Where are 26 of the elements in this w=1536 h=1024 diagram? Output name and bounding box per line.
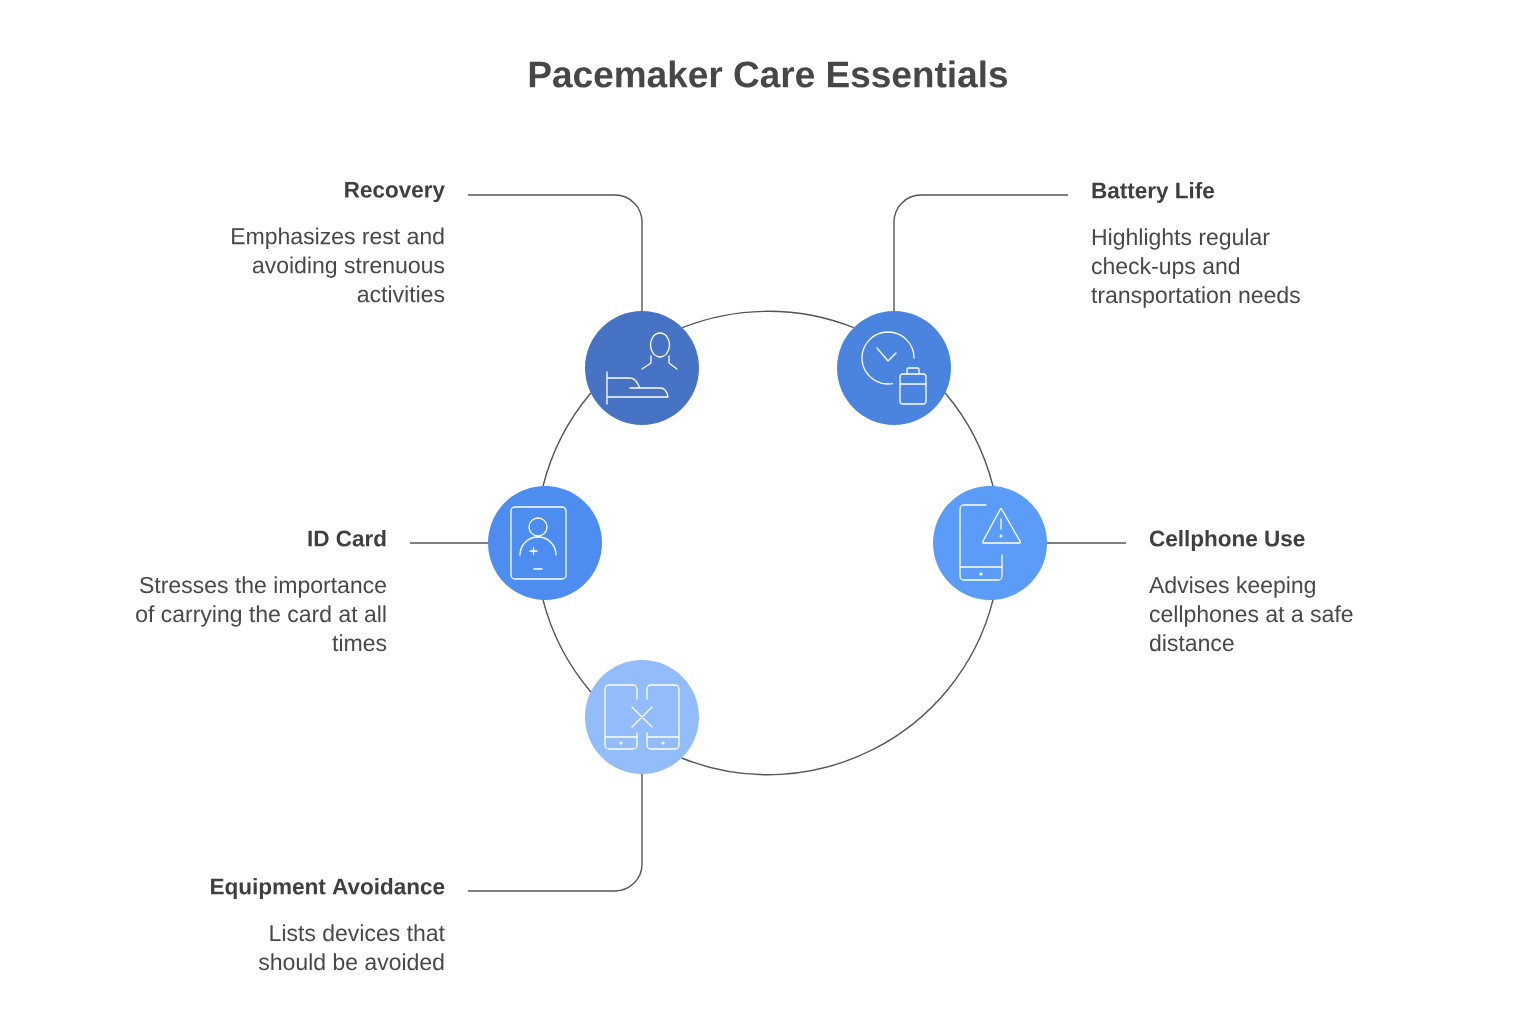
leader-line	[893, 194, 1069, 312]
description: Lists devices that should be avoided	[258, 924, 445, 971]
icon-circle	[933, 486, 1047, 600]
ring-arc	[681, 310, 855, 329]
leader-line	[1046, 542, 1127, 544]
heading: ID Card	[308, 530, 386, 547]
ring-arc	[542, 599, 592, 693]
icon-circle	[585, 311, 699, 425]
description: Highlights regular check-ups and transportation needs	[1091, 228, 1300, 308]
heading: Cellphone Use	[1149, 530, 1305, 551]
description: Stresses the importance of carrying the card at all times	[136, 576, 387, 652]
description: Advises keeping cellphones at a safe distance	[1149, 576, 1353, 652]
heading: Battery Life	[1092, 182, 1214, 203]
ring-arc	[680, 599, 994, 776]
leader-line	[409, 542, 489, 544]
icon-circle	[837, 311, 951, 425]
description: Emphasizes rest and avoiding strenuous activities	[232, 227, 445, 303]
ring-arc	[542, 392, 592, 487]
ring-arc	[944, 392, 994, 487]
heading: Recovery	[345, 182, 445, 203]
icon-circle	[488, 486, 602, 600]
leader-line	[467, 194, 643, 312]
leader-line	[467, 773, 643, 892]
icon-circle	[585, 660, 699, 774]
title: Pacemaker Care Essentials	[529, 60, 1008, 88]
heading: Equipment Avoidance	[211, 878, 445, 899]
